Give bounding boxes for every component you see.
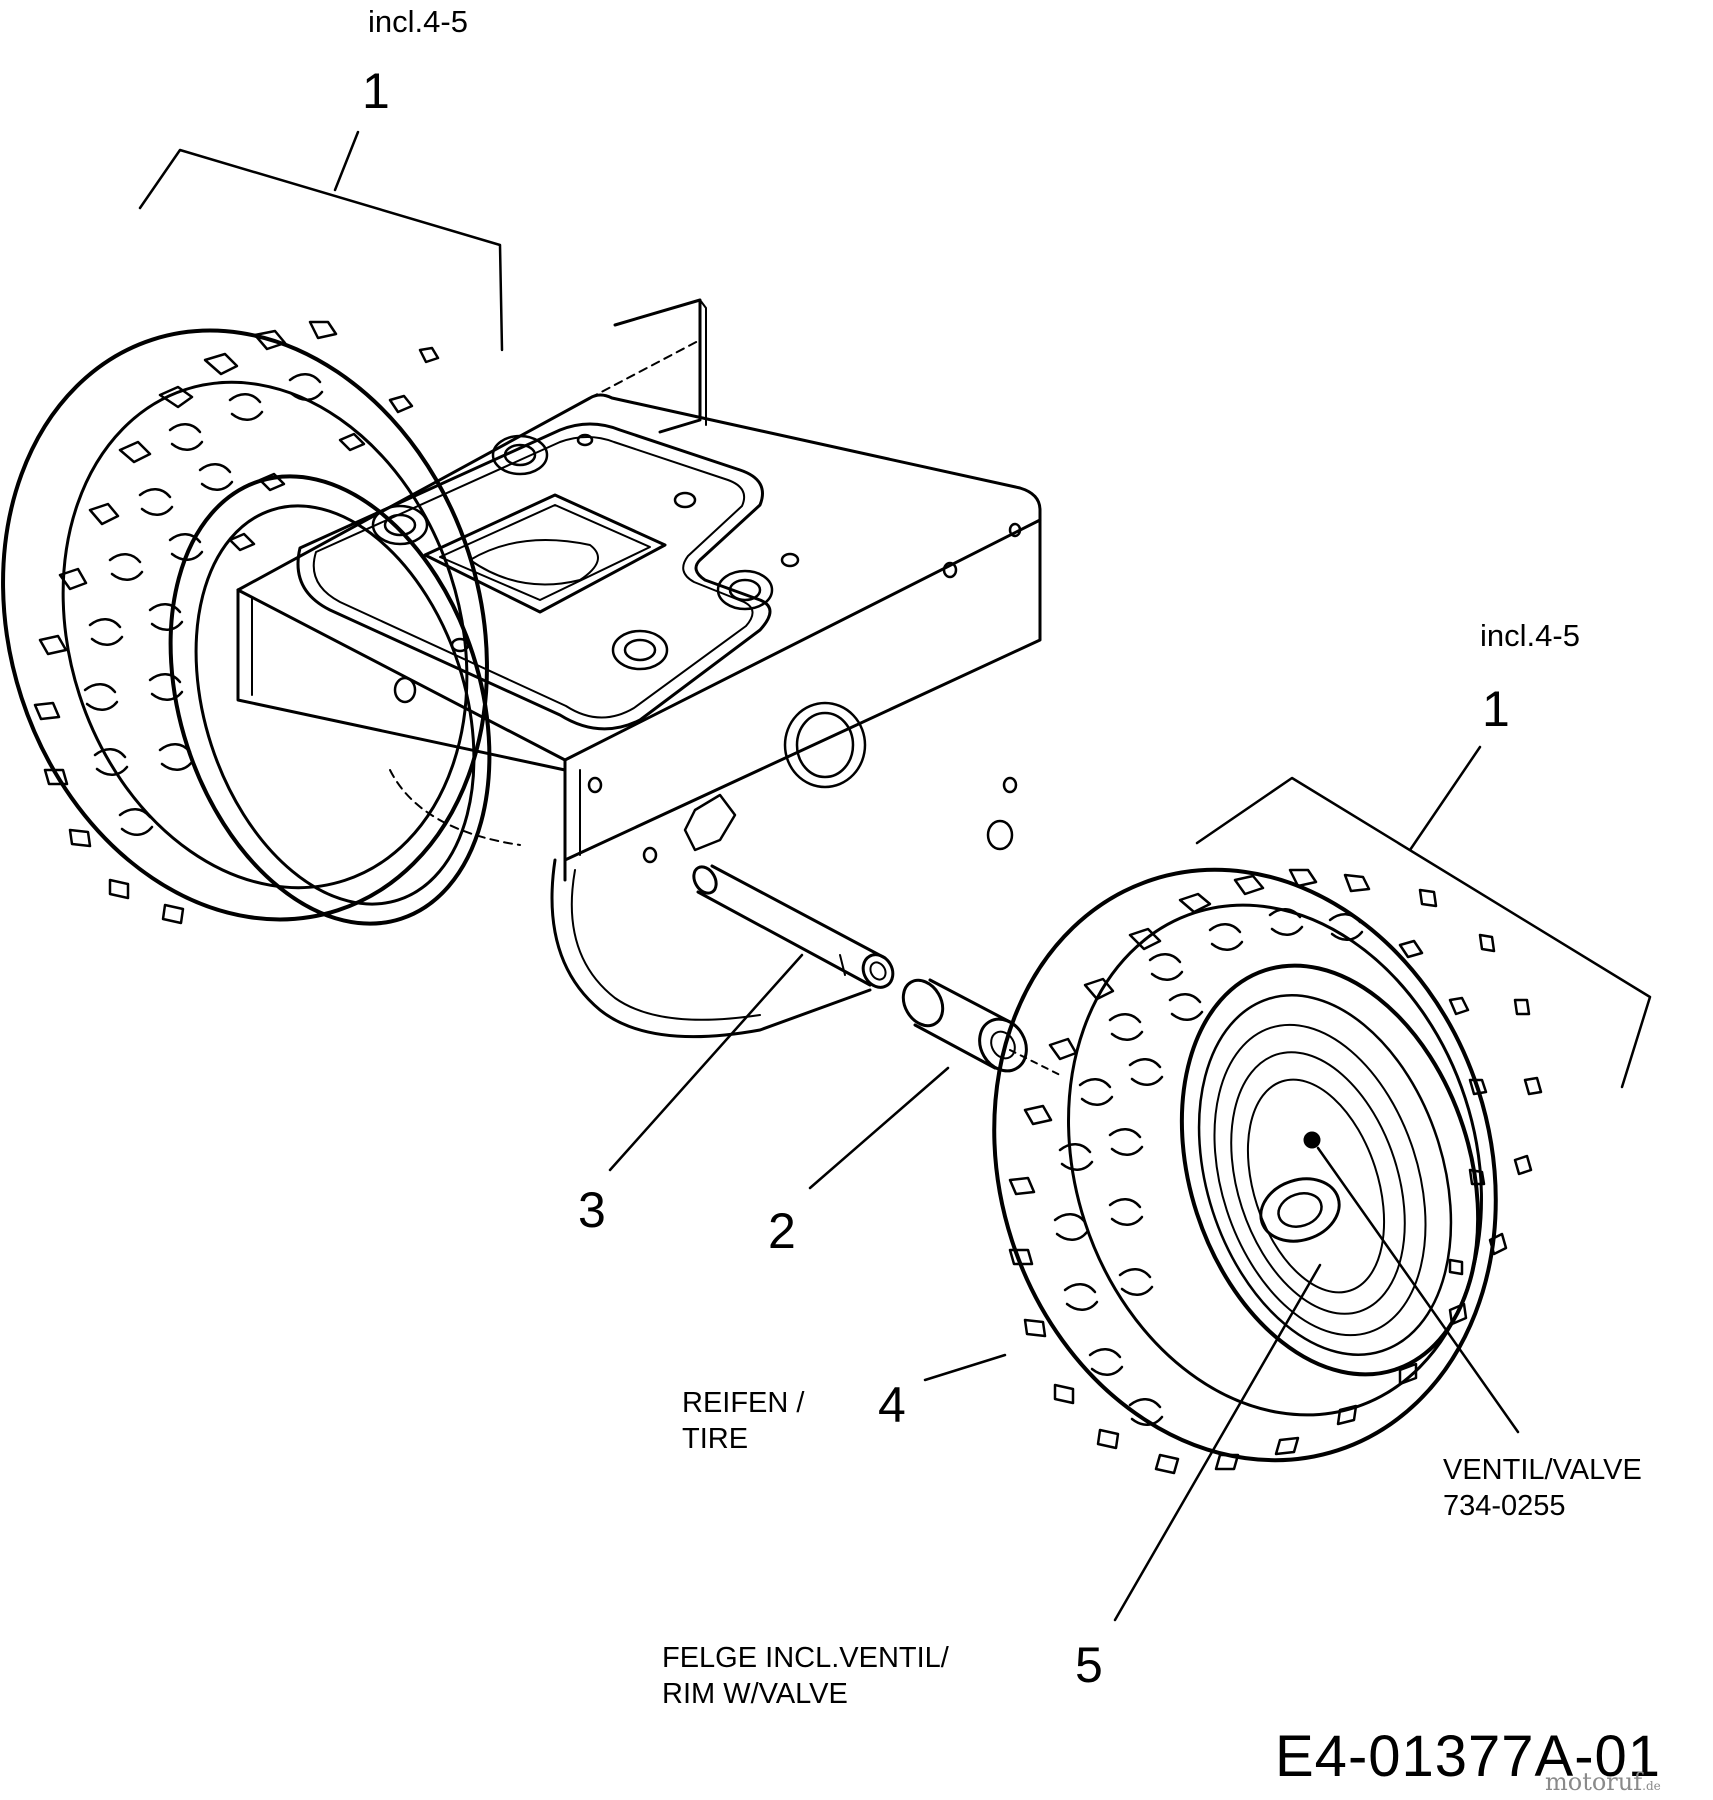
watermark: motoruf.de — [1545, 1768, 1661, 1796]
valve-description: VENTIL/VALVE 734-0255 — [1443, 1454, 1642, 1523]
spacer-bushing — [901, 978, 1028, 1073]
valve-stem-icon — [1303, 1131, 1321, 1149]
mounting-bosses — [371, 433, 800, 671]
rim-leader — [1113, 1263, 1322, 1622]
right-assembly-bracket — [1195, 776, 1652, 1089]
right-rim — [1179, 963, 1481, 1377]
left-wheel — [1, 320, 492, 926]
right-wheel — [992, 867, 1543, 1475]
right-incl-note: incl.4-5 — [1480, 618, 1580, 653]
diagram-code: E4-01377A-01 — [1275, 1724, 1662, 1789]
right-callout-1: 1 — [1482, 681, 1510, 737]
valve-leader — [1316, 1146, 1520, 1434]
axle-leader — [608, 953, 804, 1172]
frame-holes — [393, 522, 1022, 864]
callout-4: 4 — [878, 1377, 906, 1433]
watermark-suffix: .de — [1642, 1779, 1661, 1793]
callout-2: 2 — [768, 1203, 796, 1259]
callout-3: 3 — [578, 1182, 606, 1238]
callout-leaders — [138, 130, 1652, 1622]
watermark-text: motoruf — [1545, 1768, 1643, 1796]
right-tire-tread — [1008, 868, 1543, 1475]
left-incl-note: incl.4-5 — [368, 4, 468, 39]
axle — [692, 864, 895, 989]
left-callout-1: 1 — [362, 63, 390, 119]
spacer-leader — [808, 1066, 950, 1190]
tire-leader — [923, 1353, 1007, 1382]
left-assembly-bracket — [138, 148, 504, 352]
tire-description: REIFEN / TIRE — [682, 1387, 805, 1456]
rim-description: FELGE INCL.VENTIL/ RIM W/VALVE — [662, 1642, 949, 1711]
frame-housing — [236, 298, 1042, 1039]
left-tire-tread — [33, 320, 440, 925]
callout-5: 5 — [1075, 1637, 1103, 1693]
